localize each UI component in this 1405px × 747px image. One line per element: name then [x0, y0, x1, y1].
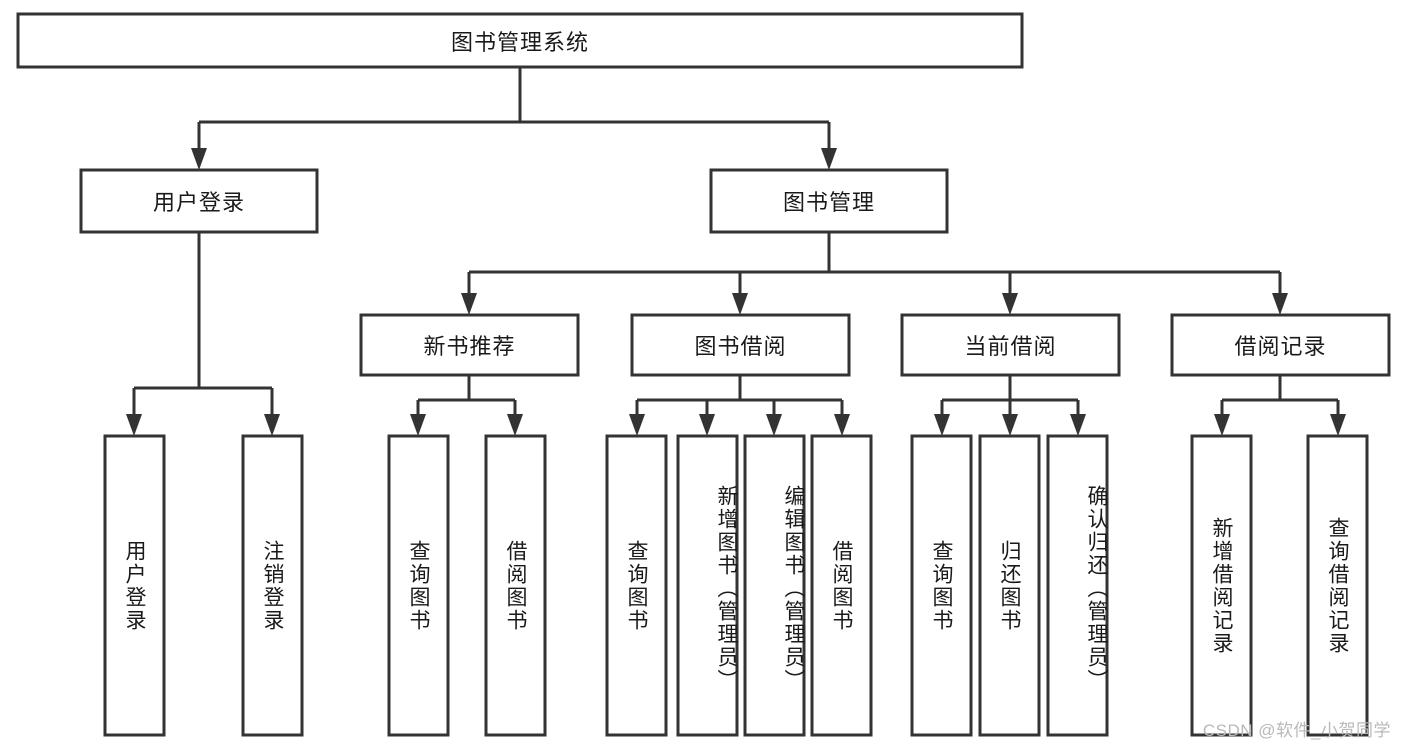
node-box-l4-1[interactable]	[241, 434, 304, 737]
arrow-to-l4-0	[126, 414, 142, 436]
node-box-l4-4[interactable]	[605, 434, 668, 737]
node-box-root[interactable]	[16, 12, 1024, 69]
node-box-l4-3[interactable]	[484, 434, 547, 737]
node-box-l4-8[interactable]	[910, 434, 973, 737]
node-box-l4-11[interactable]	[1190, 434, 1253, 737]
connectors-l3-1-to-leaves	[629, 375, 850, 436]
arrow-to-l3-0	[461, 293, 477, 315]
node-box-l3-0[interactable]	[359, 313, 580, 377]
node-box-l4-12[interactable]	[1306, 434, 1369, 737]
arrow-to-l4-12	[1330, 414, 1346, 436]
connectors-l3-3-to-leaves	[1214, 375, 1346, 436]
arrow-to-l4-4	[629, 414, 645, 436]
connectors-l3-0-to-leaves	[410, 375, 523, 436]
arrow-to-l4-1	[264, 414, 280, 436]
arrow-to-l4-11	[1214, 414, 1230, 436]
node-box-l4-2[interactable]	[387, 434, 450, 737]
connectors-l2-1-to-level3	[461, 232, 1288, 315]
node-box-l4-5[interactable]	[676, 434, 739, 737]
node-box-l4-10[interactable]	[1046, 434, 1109, 737]
connectors-l3-2-to-leaves	[934, 375, 1086, 436]
arrow-to-l4-7	[834, 414, 850, 436]
connectors-root-to-level2	[191, 67, 837, 170]
arrow-to-l4-10	[1070, 414, 1086, 436]
node-box-l4-0[interactable]	[103, 434, 166, 737]
arrow-to-l4-8	[934, 414, 950, 436]
node-box-l4-7[interactable]	[810, 434, 873, 737]
arrow-to-l2-1	[821, 148, 837, 170]
arrow-to-l2-0	[191, 148, 207, 170]
arrow-to-l4-6	[766, 414, 782, 436]
arrow-to-l3-3	[1272, 293, 1288, 315]
arrow-to-l4-3	[507, 414, 523, 436]
arrow-to-l3-1	[732, 293, 748, 315]
csdn-watermark: CSDN @软件_小贺同学	[1202, 721, 1391, 740]
node-box-l3-2[interactable]	[900, 313, 1121, 377]
node-box-l3-1[interactable]	[630, 313, 851, 377]
arrow-to-l3-2	[1002, 293, 1018, 315]
arrow-to-l4-9	[1002, 414, 1018, 436]
node-box-l4-6[interactable]	[743, 434, 806, 737]
arrow-to-l4-5	[699, 414, 715, 436]
node-box-l2-1[interactable]	[709, 168, 949, 234]
node-box-l2-0[interactable]	[79, 168, 319, 234]
node-box-l4-9[interactable]	[978, 434, 1041, 737]
node-box-l3-3[interactable]	[1170, 313, 1391, 377]
arrow-to-l4-2	[410, 414, 426, 436]
connectors-l2-0-to-leaves	[126, 232, 280, 436]
